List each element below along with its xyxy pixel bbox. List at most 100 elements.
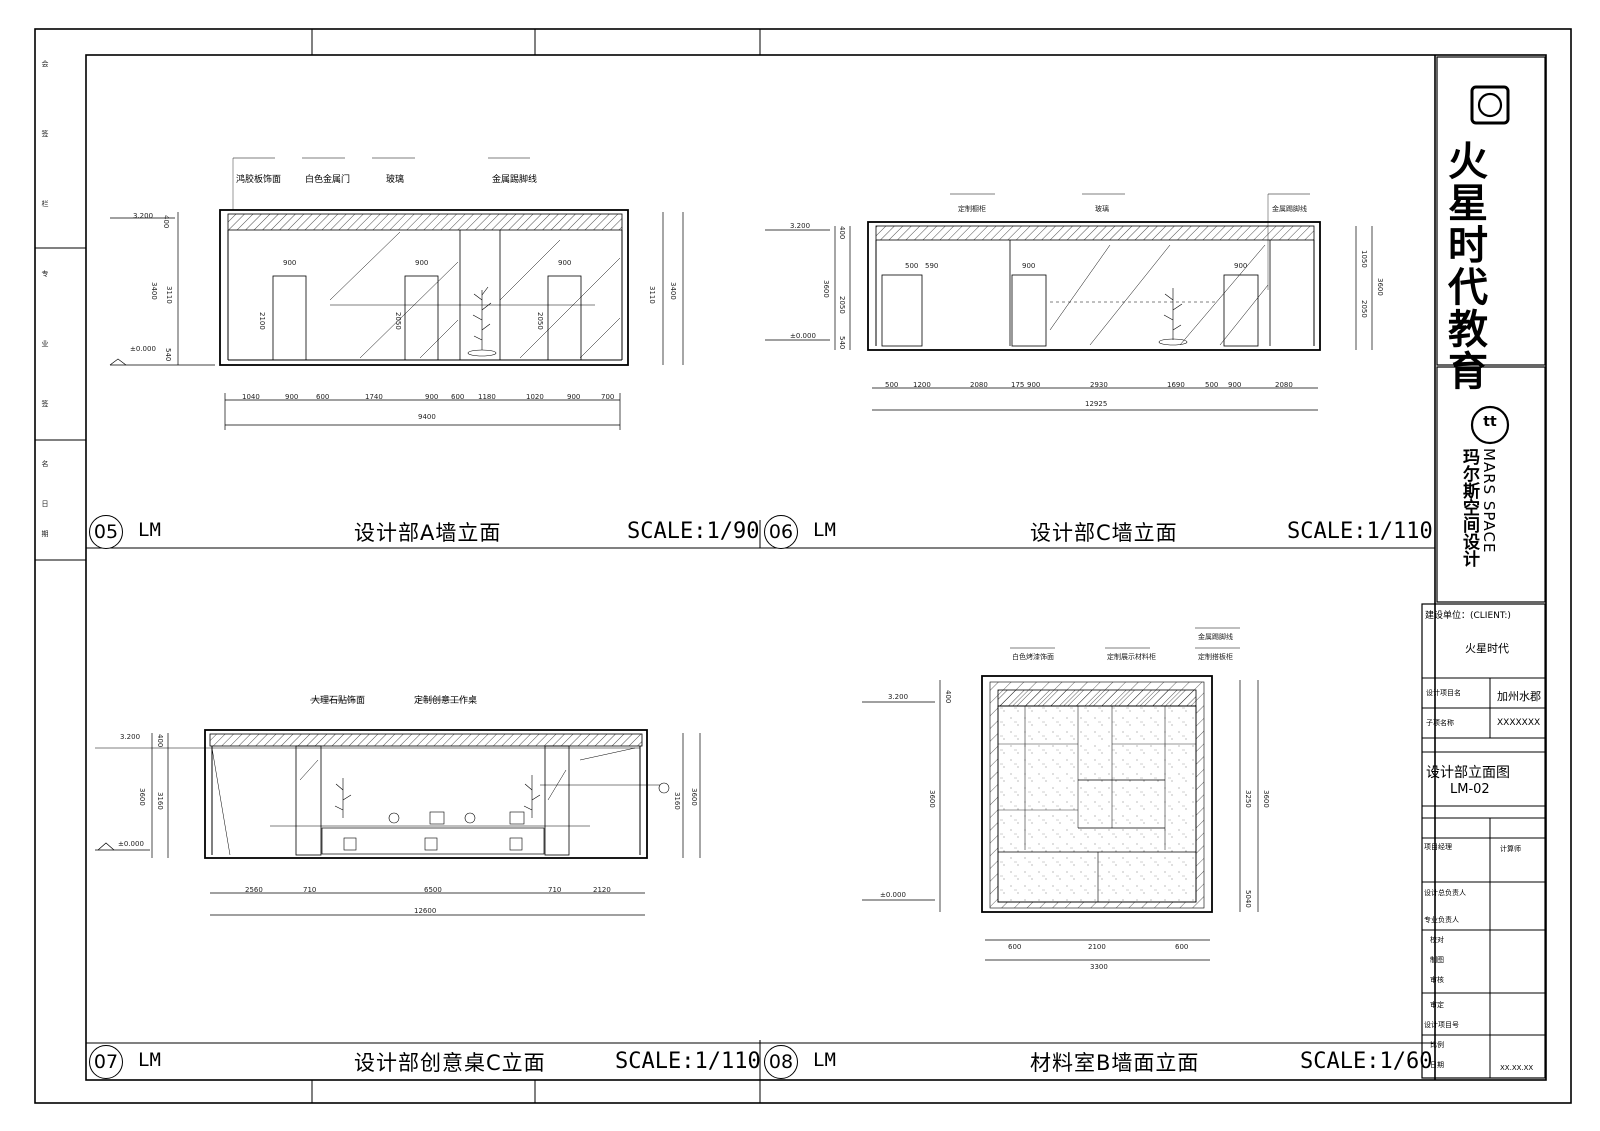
width-dim: 900 <box>425 393 439 401</box>
total-dim: 12600 <box>414 907 437 915</box>
left-strip-label: 签 <box>41 130 49 137</box>
width-dim: 600 <box>316 393 330 401</box>
width-dim: 1200 <box>913 381 931 389</box>
panel-scale: SCALE:1/90 <box>627 519 760 544</box>
panel-title: 设计部创意桌C立面 <box>354 1051 546 1075</box>
height-dim: 3600 <box>138 788 146 806</box>
left-strip-label: 栏 <box>41 200 49 207</box>
callout-label: 白色烤漆饰面 <box>1012 653 1054 661</box>
door-height: 2050 <box>394 312 402 330</box>
left-strip-label: 日 <box>41 500 49 507</box>
panel-scale: SCALE:1/110 <box>615 1049 761 1074</box>
door-width: 900 <box>283 259 297 267</box>
left-strip-label: 期 <box>41 530 49 537</box>
left-strip-label: 专 <box>41 270 49 277</box>
width-dim: 2100 <box>1088 943 1106 951</box>
level-mark: ±0.000 <box>130 345 156 353</box>
width-dim: 710 <box>303 886 317 894</box>
width-dim: 500 <box>885 381 899 389</box>
width-dim: 1040 <box>242 393 260 401</box>
width-dim: 1180 <box>478 393 496 401</box>
height-dim: 3160 <box>156 792 164 810</box>
level-mark: ±0.000 <box>118 840 144 848</box>
level-mark: 3.200 <box>133 212 154 220</box>
top-dim: 900 <box>1234 262 1248 270</box>
panel-code: LM <box>138 519 161 541</box>
project-value: 加州水郡 <box>1497 690 1541 703</box>
height-dim: 3600 <box>822 280 830 298</box>
width-dim: 2080 <box>970 381 988 389</box>
width-dim: 900 <box>1228 381 1242 389</box>
height-dim: 3400 <box>150 282 158 300</box>
title-row-label: 审核 <box>1430 976 1444 984</box>
width-dim: 6500 <box>424 886 442 894</box>
height-dim: 3600 <box>1262 790 1270 808</box>
width-dim: 900 <box>1027 381 1041 389</box>
client-label: 建设单位：(CLIENT:) <box>1425 611 1511 621</box>
client-value: 火星时代 <box>1465 642 1509 655</box>
drawing-title: 设计部立面图 <box>1426 765 1510 781</box>
door-height: 2100 <box>258 312 266 330</box>
total-dim: 12925 <box>1085 400 1108 408</box>
title-row-label: 审定 <box>1430 1001 1444 1009</box>
left-strip-label: 名 <box>41 460 49 467</box>
width-dim: 1740 <box>365 393 383 401</box>
height-dim: 3600 <box>690 788 698 806</box>
panel-number: 08 <box>764 1045 798 1079</box>
height-dim: 400 <box>156 734 164 748</box>
level-mark: 3.200 <box>120 733 141 741</box>
top-dim: 590 <box>925 262 939 270</box>
designer-name-en: MARS SPACE <box>1480 448 1498 554</box>
height-dim: 3110 <box>648 286 656 304</box>
level-mark: ±0.000 <box>790 332 816 340</box>
width-dim: 710 <box>548 886 562 894</box>
left-strip-label: 签 <box>41 400 49 407</box>
width-dim: 2930 <box>1090 381 1108 389</box>
height-dim: 3250 <box>1244 790 1252 808</box>
width-dim: 500 <box>1205 381 1219 389</box>
width-dim: 900 <box>285 393 299 401</box>
height-dim: 2050 <box>838 296 846 314</box>
height-dim: 1050 <box>1360 250 1368 268</box>
callout-label: 金属踢脚线 <box>1198 633 1233 641</box>
top-dim: 500 <box>905 262 919 270</box>
company-name: 火星时代教育 <box>1441 140 1487 392</box>
height-dim: 400 <box>162 215 170 229</box>
panel-code: LM <box>813 1049 836 1071</box>
callout-label: 玻璃 <box>386 175 405 185</box>
callout-label: 定制搭板柜 <box>1198 653 1233 661</box>
panel-number: 05 <box>89 515 123 549</box>
level-mark: 3.200 <box>790 222 811 230</box>
manager-value: 计算师 <box>1500 845 1521 853</box>
height-dim: 540 <box>164 348 172 362</box>
panel-number: 06 <box>764 515 798 549</box>
door-width: 900 <box>558 259 572 267</box>
panel-title: 设计部A墙立面 <box>354 521 502 545</box>
width-dim: 1690 <box>1167 381 1185 389</box>
number-value: XXXXXXX <box>1497 718 1541 728</box>
height-dim: 400 <box>944 690 952 704</box>
panel-scale: SCALE:1/110 <box>1287 519 1433 544</box>
panel-number: 07 <box>89 1045 123 1079</box>
width-dim: 900 <box>567 393 581 401</box>
width-dim: 1020 <box>526 393 544 401</box>
callout-label: 鸿胶板饰面 <box>236 175 282 185</box>
height-dim: 3600 <box>928 790 936 808</box>
title-row-label: 设计项目号 <box>1424 1021 1459 1029</box>
date-value: XX.XX.XX <box>1500 1064 1534 1072</box>
height-dim: 3600 <box>1376 278 1384 296</box>
width-dim: 2560 <box>245 886 263 894</box>
panel-code: LM <box>813 519 836 541</box>
panel-title: 材料室B墙面立面 <box>1030 1051 1200 1075</box>
height-dim: 5040 <box>1244 890 1252 908</box>
number-label: 子项名称 <box>1426 719 1454 727</box>
panel-title: 设计部C墙立面 <box>1030 521 1178 545</box>
callout-label: 定制橱柜 <box>958 205 986 213</box>
panel-scale: SCALE:1/60 <box>1300 1049 1433 1074</box>
title-row-label: 专业负责人 <box>1424 916 1459 924</box>
panel-code: LM <box>138 1049 161 1071</box>
left-strip-label: 业 <box>41 340 49 347</box>
title-row-label: 设计总负责人 <box>1424 889 1466 897</box>
width-dim: 175 <box>1011 381 1025 389</box>
